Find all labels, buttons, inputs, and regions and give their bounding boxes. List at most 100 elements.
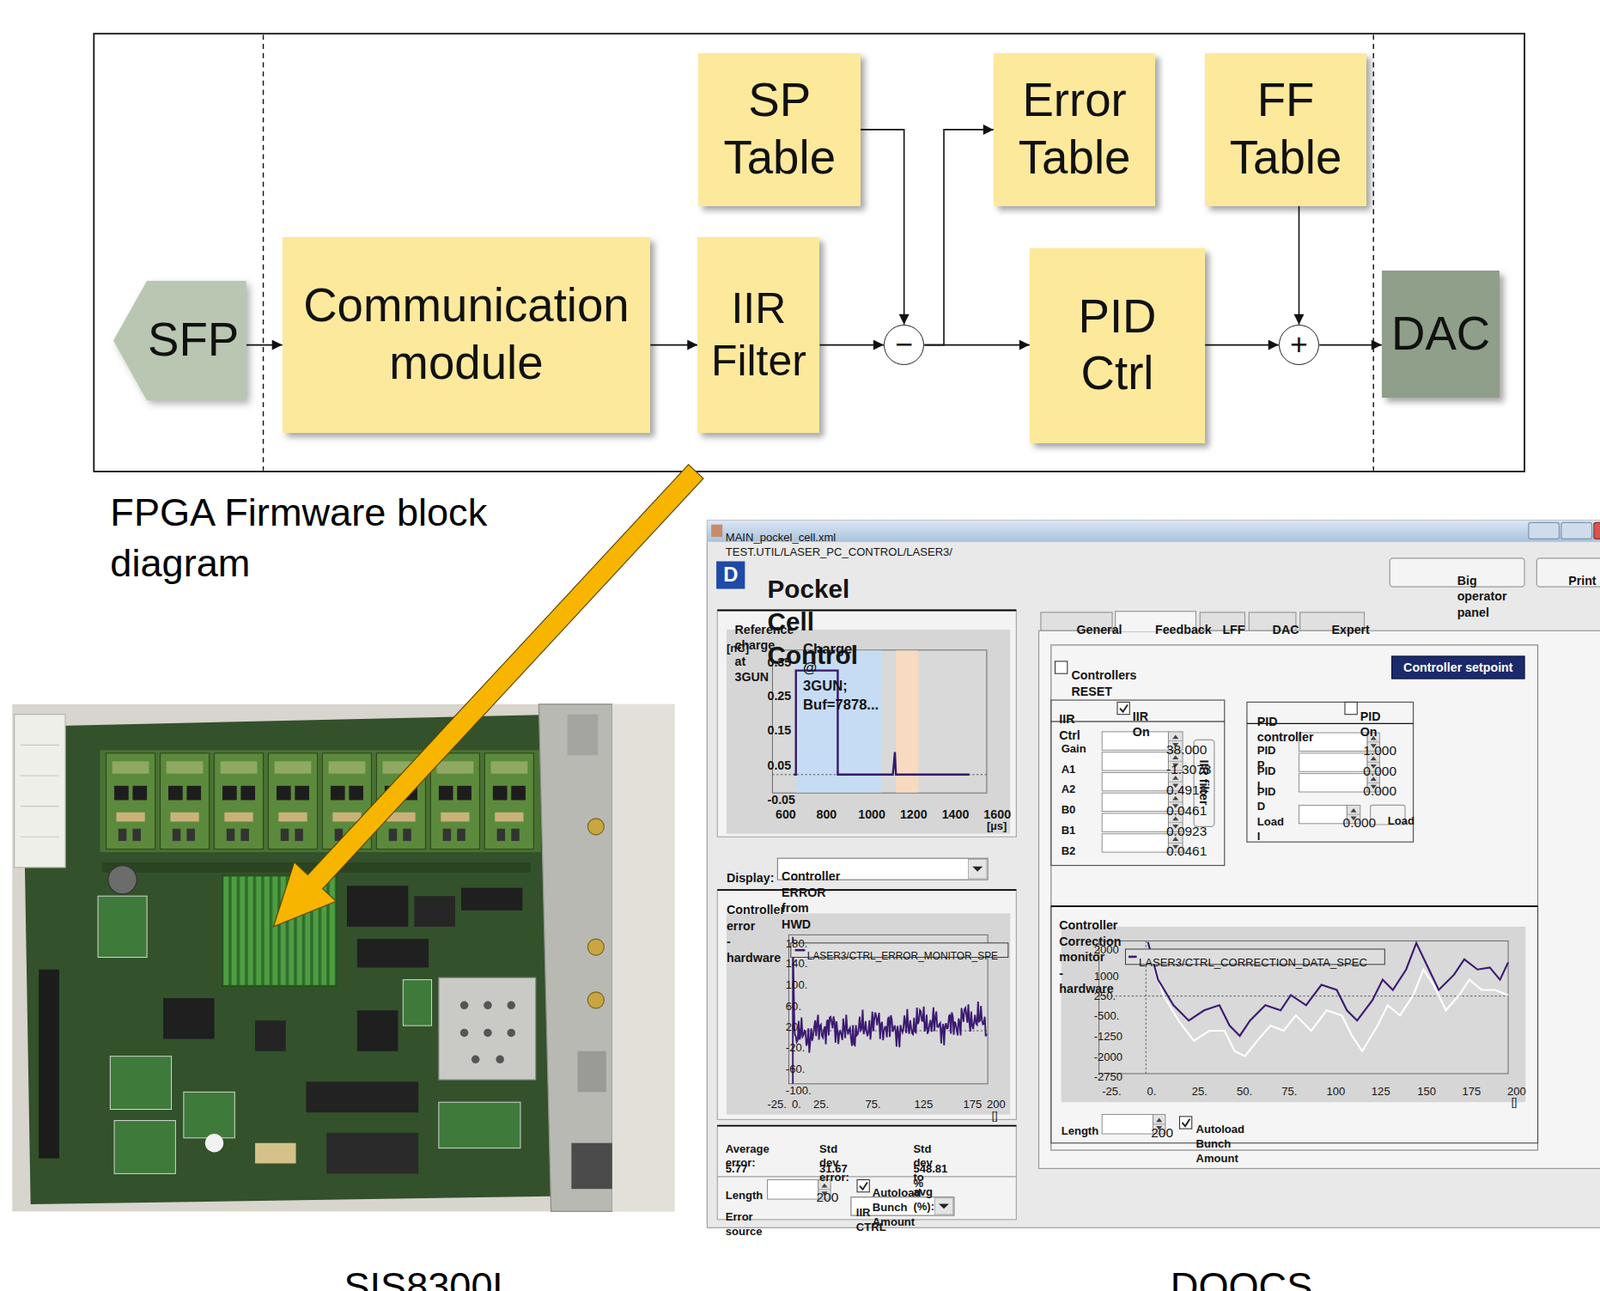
signal-arrow <box>650 344 698 347</box>
node-label: PID Ctrl <box>1056 288 1180 403</box>
board-photo <box>413 895 456 927</box>
node-label: Communication module <box>288 277 645 392</box>
error-plot <box>792 936 987 1084</box>
spinner-arrow <box>1172 754 1179 767</box>
signal-arrow <box>819 344 883 347</box>
spinner-button <box>1168 731 1183 750</box>
checkmark <box>859 1181 868 1189</box>
spinner-arrow <box>821 1183 828 1196</box>
checkbox <box>1055 661 1068 674</box>
ui-text: Controller setpoint <box>1403 660 1513 675</box>
error-plot <box>717 889 1016 1220</box>
correction-plot <box>1051 906 1539 1144</box>
board-photo <box>305 1081 419 1113</box>
input-field <box>766 1179 818 1199</box>
spinner-arrow <box>1172 775 1179 788</box>
spinner-button <box>1153 1123 1166 1125</box>
combo-arrow <box>972 866 983 872</box>
node-label: − <box>894 329 913 361</box>
tab-panel <box>1193 739 1215 827</box>
correction-plot <box>1051 905 1539 907</box>
spinner-button <box>1168 752 1183 771</box>
spinner-button <box>1367 782 1380 784</box>
error-plot <box>790 942 1009 958</box>
checkbox <box>1117 701 1130 714</box>
input-field <box>1298 732 1368 751</box>
board-photo <box>326 1132 419 1175</box>
spinner-button <box>1367 773 1380 792</box>
reference-plot <box>772 650 987 793</box>
checkbox <box>1179 1116 1192 1129</box>
spinner-arrow <box>1155 1118 1162 1131</box>
board-photo <box>538 704 613 1212</box>
board-photo <box>483 1001 493 1010</box>
table-box: SP Table <box>698 53 861 207</box>
spinner-button <box>1168 772 1183 791</box>
tab-panel <box>1392 656 1525 679</box>
spinner-button <box>1168 760 1183 762</box>
spinner-button <box>1367 761 1380 763</box>
input-field <box>1101 1113 1153 1134</box>
error-plot <box>717 888 1016 891</box>
correction-plot <box>1099 940 1509 1073</box>
screenshot-window <box>1561 522 1593 539</box>
tab-panel <box>1051 699 1225 865</box>
node-label: SFP <box>147 311 239 370</box>
correction-plot <box>1125 949 1386 965</box>
screenshot-window <box>1593 522 1600 539</box>
board-photo <box>438 1101 521 1148</box>
signal-arrow <box>1298 206 1301 325</box>
spinner-arrow <box>1370 755 1377 768</box>
node-label: IIR Filter <box>703 282 814 388</box>
board-photo <box>484 753 534 850</box>
correction-plot <box>1099 995 1509 997</box>
input-field <box>1298 753 1368 772</box>
board-photo <box>587 938 604 956</box>
board-photo <box>22 714 564 1205</box>
board-photo <box>577 1051 606 1093</box>
board-photo <box>20 774 60 776</box>
screenshot-window <box>706 520 1600 1228</box>
board-photo <box>460 1028 469 1038</box>
correction-plot <box>1061 926 1527 1102</box>
dac-block: DAC <box>1381 270 1501 399</box>
spinner-arrow <box>1350 808 1357 821</box>
error-plot <box>726 912 1010 1114</box>
tab-panel <box>1300 612 1365 631</box>
reference-plot <box>793 670 969 775</box>
reference-plot <box>717 610 1016 838</box>
signal-arrow <box>1319 344 1382 347</box>
process-box: Communication module <box>282 237 651 433</box>
sfp-connector: SFP <box>113 280 247 401</box>
reference-plot <box>717 610 1016 838</box>
filter-box: IIR Filter <box>697 237 820 433</box>
board-photo <box>567 714 599 756</box>
signal-arrow <box>1204 344 1279 347</box>
board-photo <box>267 753 317 850</box>
combo-box <box>851 1197 955 1216</box>
board-photo <box>106 753 156 850</box>
board-photo <box>99 749 541 852</box>
error-plot <box>717 889 1016 1120</box>
node-label: FF Table <box>1210 72 1361 187</box>
screenshot-window <box>716 560 745 589</box>
spinner-arrow <box>1370 736 1377 749</box>
signal-arrow <box>246 344 283 347</box>
input-field <box>1101 833 1169 852</box>
signal-arrow <box>860 129 905 325</box>
spinner-button <box>1168 821 1183 823</box>
spinner-button <box>818 1188 831 1190</box>
board-photo <box>205 1133 224 1152</box>
spinner-button <box>1168 740 1183 742</box>
board-photo <box>12 704 675 1212</box>
input-field <box>1101 813 1169 832</box>
board-photo <box>438 977 536 1080</box>
table-box: FF Table <box>1204 53 1368 207</box>
tab-panel <box>1247 701 1414 842</box>
spinner-button <box>1367 741 1380 743</box>
board-photo <box>97 895 147 957</box>
sfp-shape <box>113 280 247 401</box>
spinner-button <box>1168 801 1183 803</box>
combo-button <box>934 1198 953 1215</box>
board-photo <box>507 1001 517 1010</box>
